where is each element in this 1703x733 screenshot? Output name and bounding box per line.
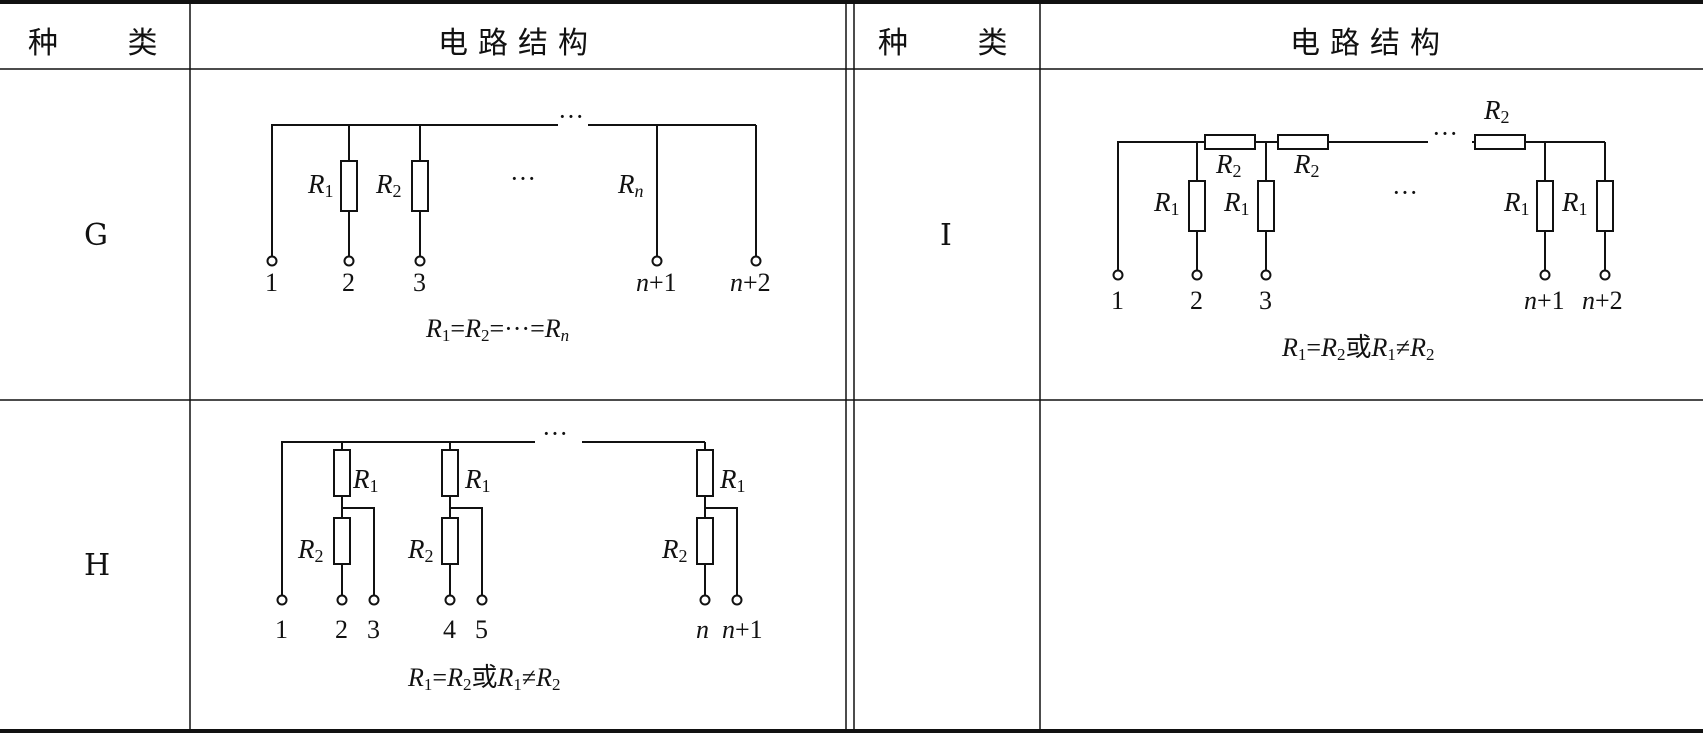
resistor-label-r1: R1 [1223, 187, 1250, 219]
terminal-2: 2 [335, 615, 348, 644]
terminal-3: 3 [413, 268, 426, 297]
kind-label-h: H [84, 548, 111, 583]
terminal-5: 5 [475, 615, 488, 644]
resistor-label-r2: R2 [407, 534, 434, 566]
resistor-label-r1: R1 [719, 464, 746, 496]
circuit-diagram-i: ··· ··· R2 R2 R2 R1 R1 R1 R1 1 2 3 n+1 n… [1111, 95, 1623, 364]
terminal-n-plus-2: n+2 [1582, 286, 1623, 315]
top-ellipsis: ··· [542, 419, 568, 448]
terminal-4: 4 [443, 615, 456, 644]
resistor-label-r2: R2 [297, 534, 324, 566]
terminal-2: 2 [1190, 286, 1203, 315]
resistor-label-r1: R1 [464, 464, 491, 496]
terminal-2: 2 [342, 268, 355, 297]
resistor-label-rn: Rn [617, 169, 644, 201]
terminal-1: 1 [275, 615, 288, 644]
resistor-label-r2: R2 [1293, 149, 1320, 181]
header-circuit-right: 电路结构 [1290, 26, 1450, 61]
circuit-diagram-g: ··· ··· R1 R2 Rn 1 2 3 n+1 n+2 R1=R2=···… [265, 102, 771, 345]
header-kind-right: 种 类 [878, 26, 1014, 61]
condition-i: R1=R2或R1≠R2 [1281, 333, 1435, 364]
mid-ellipsis: ··· [1392, 178, 1418, 207]
terminal-3: 3 [1259, 286, 1272, 315]
terminal-n-plus-2: n+2 [730, 268, 771, 297]
terminal-1: 1 [1111, 286, 1124, 315]
top-ellipsis: ··· [1432, 119, 1458, 148]
resistor-label-r1: R1 [1561, 187, 1588, 219]
terminal-n: n [696, 615, 709, 644]
resistor-label-r2: R2 [661, 534, 688, 566]
resistor-label-r1: R1 [1153, 187, 1180, 219]
terminal-n-plus-1: n+1 [722, 615, 763, 644]
header-circuit-left: 电路结构 [438, 26, 598, 61]
terminal-3: 3 [367, 615, 380, 644]
condition-h: R1=R2或R1≠R2 [407, 663, 561, 694]
resistor-label-r2: R2 [1483, 95, 1510, 127]
resistor-label-r2: R2 [375, 169, 402, 201]
kind-label-g: G [84, 218, 108, 253]
resistor-label-r2: R2 [1215, 149, 1242, 181]
header-kind-left: 种 类 [28, 26, 164, 61]
top-ellipsis: ··· [558, 102, 584, 131]
terminal-1: 1 [265, 268, 278, 297]
kind-label-i: I [940, 218, 952, 253]
resistor-label-r1: R1 [307, 169, 334, 201]
resistor-label-r1: R1 [352, 464, 379, 496]
mid-ellipsis: ··· [510, 164, 536, 193]
circuit-diagram-h: ··· R1 R2 R1 R2 R1 R2 1 2 3 4 5 n n+1 R1… [275, 419, 763, 694]
terminal-n-plus-1: n+1 [1524, 286, 1565, 315]
resistor-label-r1: R1 [1503, 187, 1530, 219]
terminal-n-plus-1: n+1 [636, 268, 677, 297]
condition-g: R1=R2=···=Rn [425, 314, 569, 345]
